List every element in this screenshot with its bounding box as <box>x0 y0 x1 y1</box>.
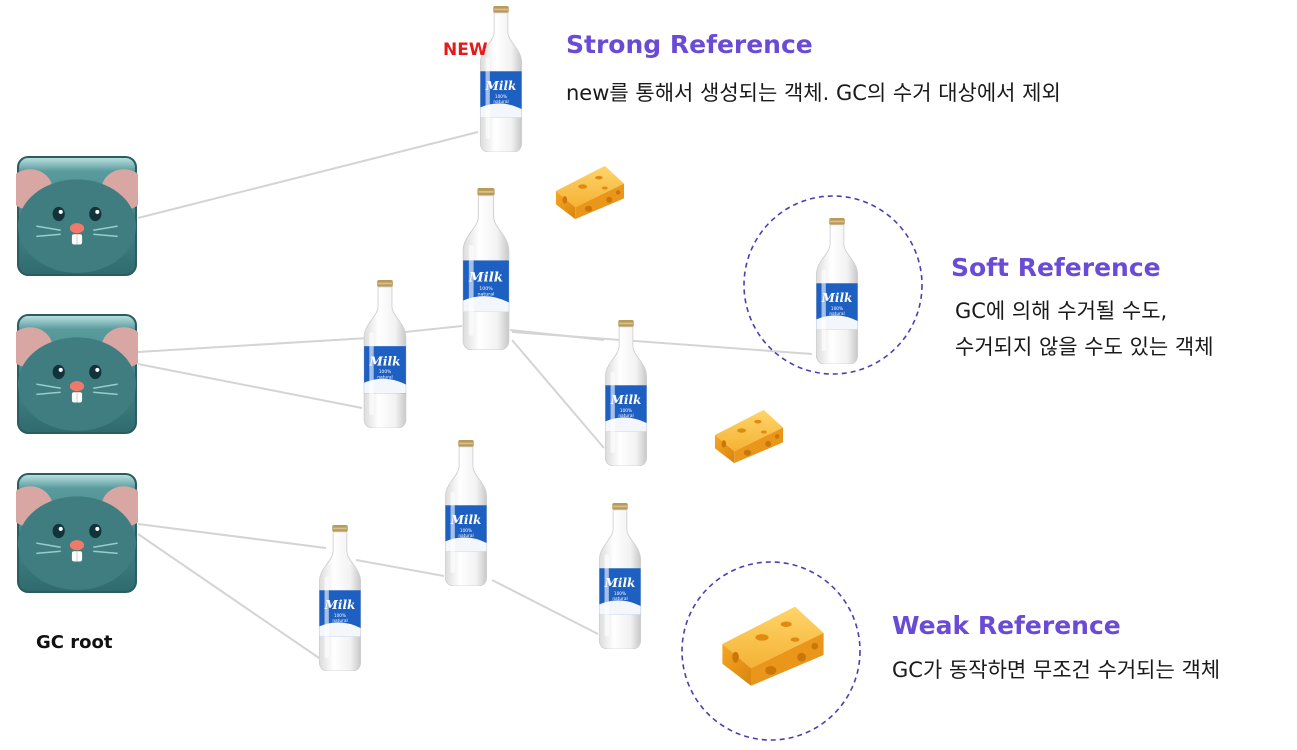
gc-root-mouse-3 <box>16 473 138 593</box>
milk-bottle <box>363 280 407 428</box>
milk-bottle-soft <box>815 218 859 364</box>
soft-reference-desc-line1: GC에 의해 수거될 수도, <box>955 299 1168 323</box>
gc-root-mouse-1 <box>16 156 138 276</box>
weak-reference-desc: GC가 동작하면 무조건 수거되는 객체 <box>892 658 1221 682</box>
cheese-2 <box>714 409 784 464</box>
gc-root-mouse-2 <box>16 314 138 434</box>
strong-reference-title: Strong Reference <box>566 30 813 59</box>
milk-bottle <box>318 525 362 671</box>
weak-reference-title: Weak Reference <box>892 611 1121 640</box>
line-root2-milk4 <box>137 337 369 353</box>
gc-root-label: GC root <box>36 632 113 653</box>
line-root2-milk4b <box>137 363 363 409</box>
weak-reference-circle <box>681 561 861 741</box>
line-milk7-milk6 <box>355 559 445 577</box>
soft-reference-desc-line2: 수거되지 않을 수도 있는 객체 <box>955 335 1214 359</box>
new-label: NEW <box>443 40 488 60</box>
line-root1-strong <box>137 131 479 219</box>
strong-reference-desc: new를 통해서 생성되는 객체. GC의 수거 대상에서 제외 <box>566 81 1061 105</box>
milk-bottle <box>598 503 642 649</box>
milk-bottle <box>444 440 488 586</box>
cheese-1 <box>555 165 625 220</box>
reference-lines <box>137 131 813 661</box>
milk-bottle <box>462 188 510 350</box>
line-root3-milk7 <box>137 523 327 549</box>
line-milk6-milk8 <box>491 579 599 635</box>
soft-reference-title: Soft Reference <box>951 253 1161 282</box>
line-root3-milk7b <box>137 533 323 661</box>
line-milk3-soft <box>511 331 813 355</box>
line-milk4-milk3 <box>404 325 463 333</box>
soft-reference-circle <box>743 195 923 375</box>
line-milk3-milk5b <box>511 339 605 449</box>
milk-bottle-strong <box>479 6 523 152</box>
cheese-weak <box>722 606 824 686</box>
